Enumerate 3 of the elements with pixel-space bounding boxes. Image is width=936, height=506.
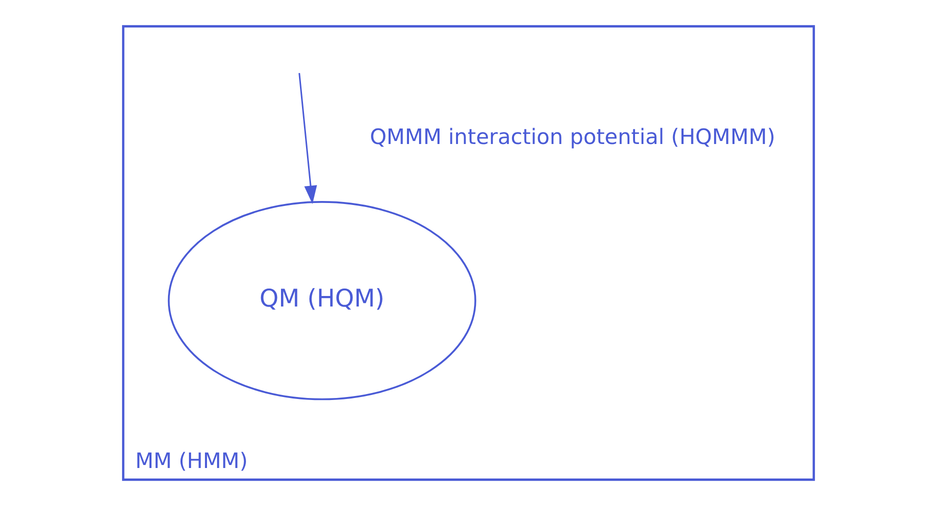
edge-label: QMMM interaction potential (HQMMM): [369, 124, 775, 150]
arrow: [298, 73, 316, 204]
node-ellipse: QM (HQM): [167, 201, 476, 400]
